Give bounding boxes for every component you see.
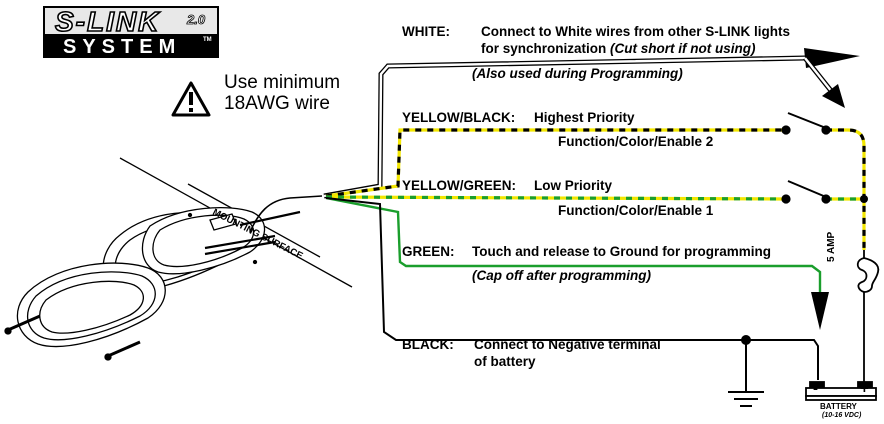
screw: [104, 340, 141, 361]
battery-label: BATTERY: [820, 402, 857, 411]
white-wire-name: WHITE:: [402, 24, 450, 39]
black-wire-desc-line1: Connect to Negative terminal: [474, 337, 661, 352]
fuse-icon: [856, 250, 880, 382]
mounting-stud: [204, 210, 301, 256]
logo-line1: S-LINK: [54, 5, 161, 38]
logo-tm: TM: [203, 37, 212, 43]
yellow-green-priority: Low Priority: [534, 178, 613, 193]
s-link-logo: S-LINK 2.0 SYSTEM TM: [43, 5, 219, 60]
yellow-green-wire-name: YELLOW/GREEN:: [402, 178, 516, 193]
white-wire: [323, 48, 860, 199]
hole-marker: [187, 212, 193, 218]
warning-line1: Use minimum: [224, 72, 341, 93]
yellow-black-wire-name: YELLOW/BLACK:: [402, 110, 516, 125]
warning-triangle-icon: [171, 81, 211, 117]
yellow-green-wire: [325, 195, 864, 201]
rear-bracket: [141, 206, 266, 275]
light-housing: [16, 262, 166, 348]
logo-top: S-LINK 2.0: [43, 5, 219, 38]
battery-minus: -: [813, 380, 818, 397]
screw: [4, 314, 41, 335]
green-arrow-down: [811, 292, 829, 330]
white-arrow-down: [822, 84, 845, 108]
white-wire-desc-line2: for synchronization (Cut short if not us…: [481, 41, 755, 56]
white-wire-note: (Also used during Programming): [472, 66, 683, 81]
ground-symbol-icon: [728, 391, 764, 407]
yellow-black-priority: Highest Priority: [534, 110, 635, 125]
hole-marker: [252, 259, 258, 265]
switch-icon: [781, 180, 831, 204]
white-wire-desc-line1: Connect to White wires from other S-LINK…: [481, 24, 791, 39]
yellow-black-wire: [325, 128, 866, 250]
logo-version: 2.0: [187, 12, 206, 28]
green-wire-name: GREEN:: [402, 244, 455, 259]
black-wire: [325, 197, 819, 407]
green-wire-note: (Cap off after programming): [472, 268, 652, 283]
logo-bottom: SYSTEM TM: [43, 36, 219, 58]
black-wire-name: BLACK:: [402, 337, 454, 352]
yellow-green-function: Function/Color/Enable 1: [558, 203, 714, 218]
switch-icon: [781, 112, 831, 135]
logo-line2: SYSTEM: [63, 36, 182, 58]
light-assembly: [4, 157, 353, 361]
fuse-label: 5 AMP: [826, 231, 837, 262]
warning-line2: 18AWG wire: [224, 93, 330, 114]
green-wire: [325, 196, 829, 330]
white-wire-desc-normal: for synchronization: [481, 41, 611, 56]
junction-dot: [860, 195, 868, 203]
warning-text: Use minimum 18AWG wire: [224, 72, 340, 114]
battery-plus: +: [860, 380, 869, 397]
green-wire-desc: Touch and release to Ground for programm…: [472, 244, 772, 259]
light-lead-wire: [249, 195, 323, 233]
black-wire-desc-line2: of battery: [474, 354, 536, 369]
yellow-black-function: Function/Color/Enable 2: [558, 134, 714, 149]
battery-icon: [805, 381, 877, 401]
white-arrow-to-right: [804, 48, 860, 68]
battery-voltage: (10-16 VDC): [822, 412, 862, 419]
white-wire-desc-italic: (Cut short if not using): [610, 41, 756, 56]
